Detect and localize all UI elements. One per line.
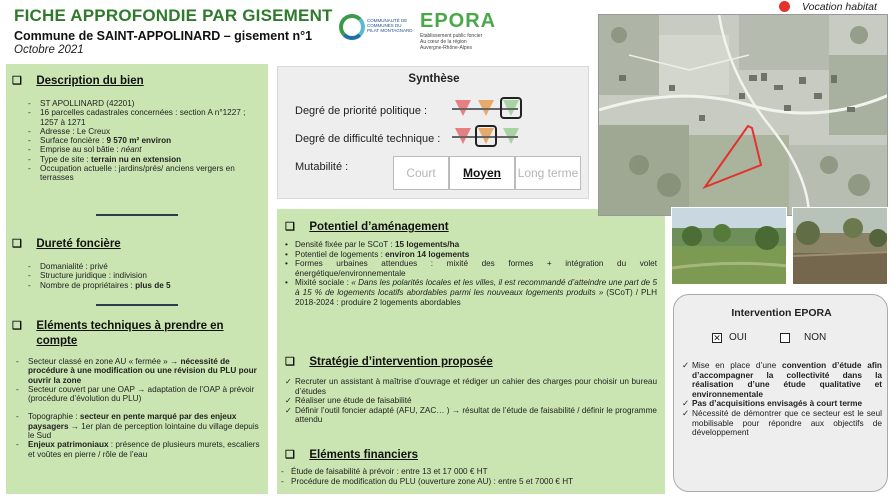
list-item: Surface foncière : 9 570 m² environ — [28, 136, 264, 146]
emprise-value: néant — [121, 145, 142, 155]
square-bullet-icon: ❑ — [12, 238, 22, 250]
priorite-scale — [450, 97, 530, 123]
site-photo-2 — [792, 207, 888, 285]
priorite-scale-line — [452, 108, 518, 110]
priorite-selection — [500, 97, 522, 119]
page-subtitle: Commune de SAINT-APPOLINARD – gisement n… — [14, 29, 313, 43]
potentiel-heading: ❑ Potentiel d’aménagement — [285, 217, 449, 235]
list-item: Procédure de modification du PLU (ouvert… — [281, 477, 657, 487]
list-item: Domanialité : privé — [28, 262, 264, 272]
financiers-title: Eléments financiers — [309, 449, 418, 461]
difficulte-scale — [450, 125, 530, 151]
potentiel-title: Potentiel d’aménagement — [309, 221, 449, 233]
list-item: Secteur couvert par une OAP → adaptation… — [16, 385, 264, 404]
proprietaires-value: plus de 5 — [135, 280, 171, 290]
epora-logo-tag2: Au cœur de la région — [420, 39, 467, 45]
strategie-title: Stratégie d’intervention proposée — [309, 356, 493, 368]
vocation-dot-icon — [779, 1, 790, 12]
epora-logo-tag3: Auvergne-Rhône-Alpes — [420, 45, 472, 51]
elements-heading: ❑ Eléments techniques à prendre en compt… — [12, 319, 262, 349]
durete-list: Domanialité : privé Structure juridique … — [28, 262, 264, 290]
epora-logo: EPORA Etablissement public foncier Au cœ… — [420, 10, 530, 60]
list-item: Enjeux patrimoniaux : présence de plusie… — [16, 440, 264, 459]
list-item: Nombre de propriétaires : plus de 5 — [28, 280, 264, 291]
ccpm-logo: COMMUNAUTÉ DE COMMUNES DU PILAT MONTAGNA… — [337, 10, 415, 52]
list-item: Secteur classé en zone AU « fermée » → n… — [16, 357, 264, 385]
ccpm-swirl-icon — [339, 14, 365, 40]
epora-logo-tag1: Etablissement public foncier — [420, 33, 483, 39]
difficulte-scale-line — [452, 136, 518, 138]
list-item: Topographie : secteur en pente marqué pa… — [16, 412, 264, 440]
list-item: Étude de faisabilité à prévoir : entre 1… — [281, 467, 657, 477]
page-title: FICHE APPROFONDIE PAR GISEMENT — [14, 6, 333, 25]
list-item: Mixité sociale : « Dans les polarités lo… — [285, 278, 657, 307]
list-item: Potentiel de logements : environ 14 loge… — [285, 250, 657, 260]
list-item: Réaliser une étude de faisabilité — [285, 396, 657, 406]
mutabilite-label: Mutabilité : — [295, 161, 349, 173]
synthese-title: Synthèse — [408, 73, 460, 85]
intervention-list: Mise en place d’une convention d’étude a… — [682, 360, 882, 438]
left-panel: ❑ Description du bien ST APOLLINARD (422… — [6, 64, 268, 494]
description-title: Description du bien — [36, 75, 144, 87]
square-bullet-icon: ❑ — [285, 356, 295, 368]
section-divider — [96, 304, 178, 306]
non-checkbox[interactable] — [780, 333, 790, 343]
strategie-heading: ❑ Stratégie d’intervention proposée — [285, 352, 493, 370]
surface-value: 9 570 m² environ — [106, 136, 172, 146]
list-item: ST APOLLINARD (42201) — [28, 99, 264, 109]
square-bullet-icon: ❑ — [12, 75, 22, 87]
square-bullet-icon: ❑ — [285, 449, 295, 461]
oui-label: OUI — [729, 332, 747, 343]
list-item: Formes urbaines attendues : mixité des f… — [285, 259, 657, 278]
durete-title: Dureté foncière — [36, 238, 121, 250]
gisement-outline — [702, 124, 763, 190]
ccpm-logo-text: COMMUNAUTÉ DE COMMUNES DU PILAT MONTAGNA… — [367, 18, 413, 33]
mutabilite-court: Court — [393, 156, 449, 190]
strategie-list: Recruter un assistant à maîtrise d’ouvra… — [285, 377, 657, 425]
list-item: 16 parcelles cadastrales concernées : se… — [28, 108, 264, 127]
section-divider — [96, 214, 178, 216]
type-value: terrain nu en extension — [90, 154, 182, 164]
difficulte-selection — [475, 125, 497, 147]
mutabilite-moyen: Moyen — [449, 156, 515, 190]
intervention-panel: Intervention EPORA ✕ OUI NON Mise en pla… — [673, 294, 888, 492]
list-item: Pas d’acquisitions envisagés à court ter… — [682, 399, 882, 409]
list-item: Type de site : terrain nu en extension — [28, 154, 264, 165]
square-bullet-icon: ❑ — [285, 221, 295, 233]
aerial-map — [598, 14, 888, 216]
list-item: Nécessité de démontrer que ce secteur es… — [682, 408, 882, 438]
list-item: Adresse : Le Creux — [28, 127, 264, 137]
list-item: Emprise au sol bâtie : néant — [28, 145, 264, 155]
non-label: NON — [804, 332, 827, 343]
synthese-panel: Synthèse Degré de priorité politique : D… — [277, 66, 589, 199]
list-item: Recruter un assistant à maîtrise d’ouvra… — [285, 377, 657, 396]
list-item: Occupation actuelle : jardins/prés/ anci… — [28, 164, 264, 183]
vocation-label: Vocation habitat — [802, 1, 877, 13]
financiers-list: Étude de faisabilité à prévoir : entre 1… — [281, 467, 657, 486]
elements-list: Secteur classé en zone AU « fermée » → n… — [16, 357, 264, 459]
epora-logo-name: EPORA — [420, 10, 497, 32]
priorite-label: Degré de priorité politique : — [295, 105, 428, 117]
financiers-heading: ❑ Eléments financiers — [285, 445, 418, 463]
intervention-title: Intervention EPORA — [731, 307, 832, 319]
oui-checkbox[interactable]: ✕ — [712, 333, 722, 343]
page-date: Octobre 2021 — [14, 44, 84, 56]
aerial-map-image — [599, 15, 887, 215]
mutabilite-long: Long terme — [515, 156, 581, 190]
description-list: ST APOLLINARD (42201) 16 parcelles cadas… — [28, 99, 264, 183]
potentiel-list: Densité fixée par le SCoT : 15 logements… — [285, 240, 657, 307]
durete-heading: ❑ Dureté foncière — [12, 234, 121, 252]
list-item: Densité fixée par le SCoT : 15 logements… — [285, 240, 657, 250]
difficulte-label: Degré de difficulté technique : — [295, 133, 441, 145]
list-item: Définir l’outil foncier adapté (AFU, ZAC… — [285, 406, 657, 425]
potentiel-panel: ❑ Potentiel d’aménagement Densité fixée … — [277, 209, 665, 494]
square-bullet-icon: ❑ — [12, 320, 22, 332]
elements-title: Eléments techniques à prendre en compte — [36, 320, 224, 347]
description-heading: ❑ Description du bien — [12, 71, 144, 89]
site-photo-1 — [671, 207, 787, 285]
list-item: Structure juridique : indivision — [28, 271, 264, 281]
list-item: Mise en place d’une convention d’étude a… — [682, 360, 882, 399]
